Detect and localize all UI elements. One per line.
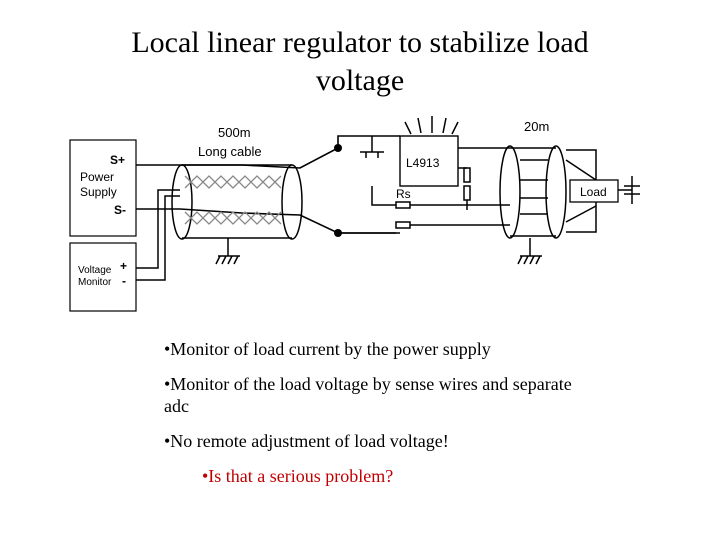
bullet-list: •Monitor of load current by the power su… [164,338,584,500]
short-cable [510,147,556,237]
ps-plus-label: S+ [110,153,125,167]
title-line-1: Local linear regulator to stabilize load [131,26,589,59]
bullet-subitem: •Is that a serious problem? [202,466,394,486]
bullet-item: •No remote adjustment of load voltage! [164,431,449,451]
sense-resistor-label: Rs [396,187,411,201]
vm-line1-label: Voltage [78,265,112,276]
power-supply-box [69,139,137,237]
sense-resistor-rs [395,201,411,209]
voltage-monitor-box [69,242,137,312]
regulator-chip [399,135,459,187]
ps-line2-label: Supply [80,185,117,199]
cable-name-label: Long cable [198,144,262,159]
title-line-2: voltage [315,64,405,97]
vm-plus-label: + [120,259,127,273]
long-cable [182,164,292,239]
load-label: Load [580,185,607,199]
vm-minus-label: - [122,274,126,288]
ps-minus-label: S- [114,203,126,217]
bullet-item: •Monitor of the load voltage by sense wi… [164,374,572,416]
cable-length-label: 500m [218,125,251,140]
vm-line2-label: Monitor [78,277,112,288]
short-length-label: 20m [524,119,549,134]
bullet-item: •Monitor of load current by the power su… [164,339,491,359]
slide-title: Local linear regulator to stabilize load… [40,24,680,100]
load-box [569,179,619,203]
sense-resistor-2 [395,221,411,229]
regulator-label: L4913 [406,156,440,170]
ps-line1-label: Power [80,170,114,184]
